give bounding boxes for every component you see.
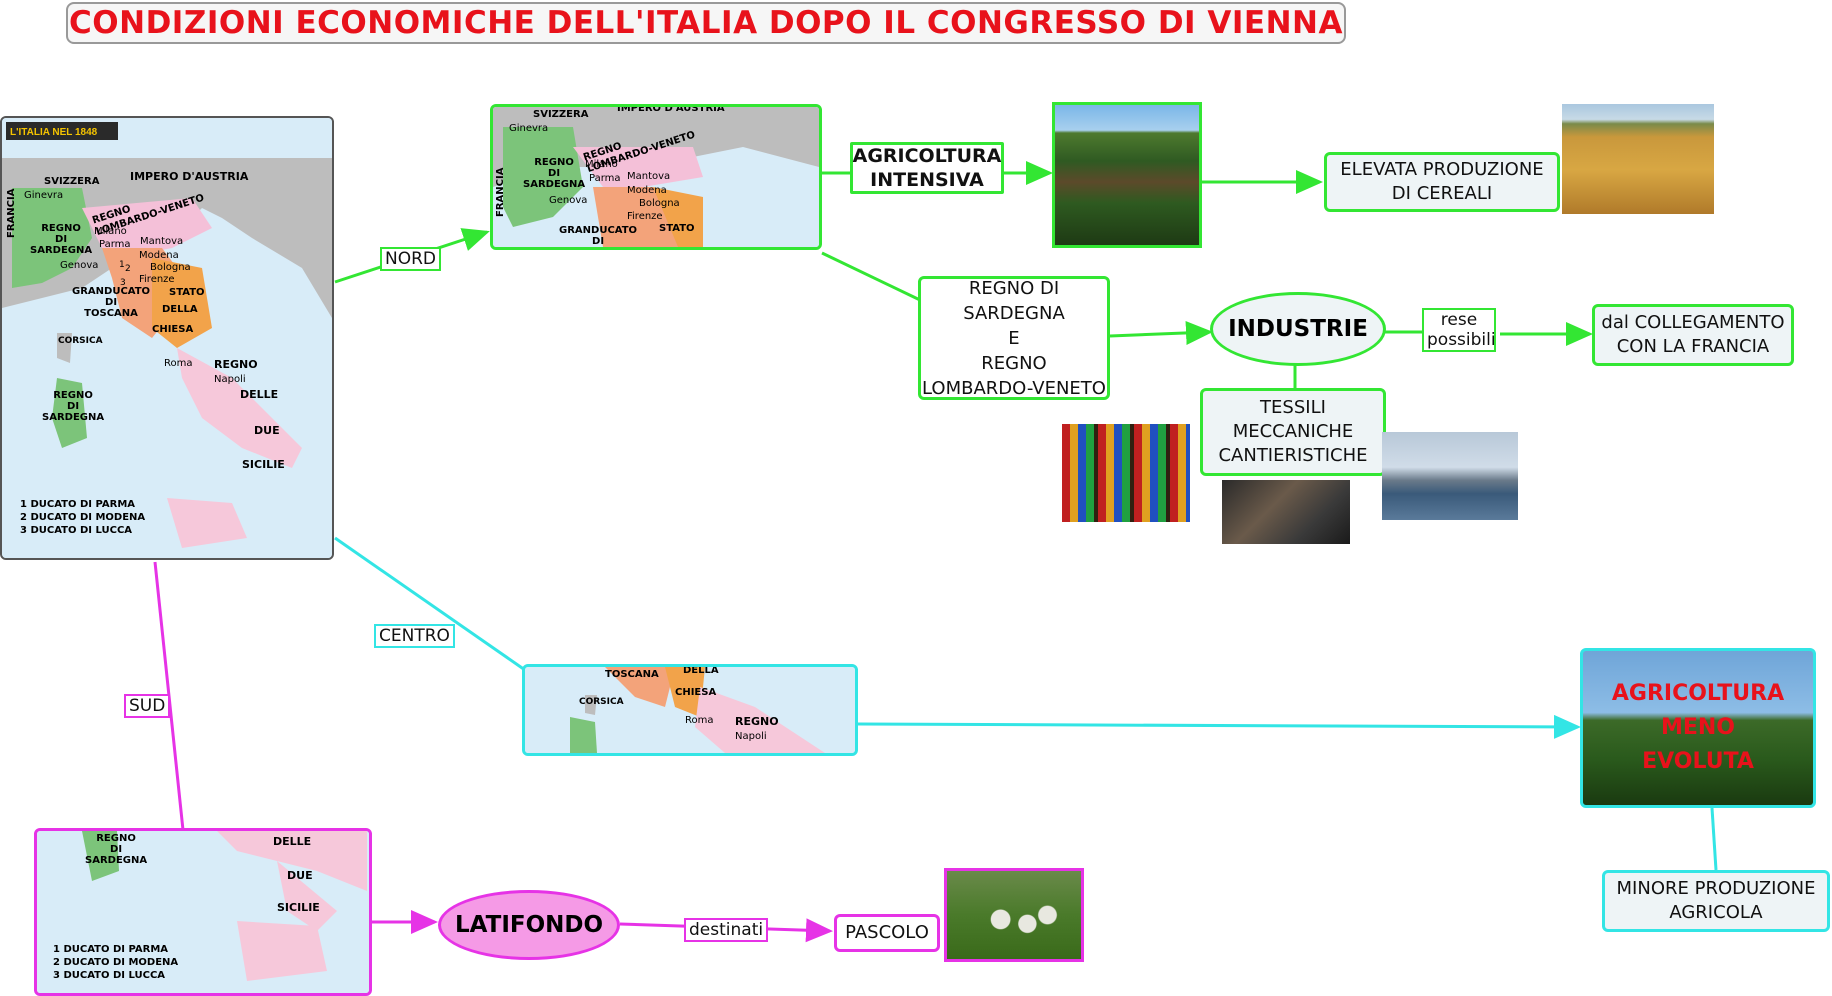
map-label-della: DELLA <box>162 304 198 315</box>
page-title: CONDIZIONI ECONOMICHE DELL'ITALIA DOPO I… <box>66 2 1346 44</box>
map-label-mantova: Mantova <box>140 236 184 247</box>
map-label-chiesa: CHIESA <box>152 324 194 335</box>
north-label-ginevra: Ginevra <box>509 123 549 134</box>
italy-map-image: L'ITALIA NEL 1848 <box>2 118 332 558</box>
center-label-roma: Roma <box>685 715 714 726</box>
photo-wheat <box>1562 104 1714 214</box>
south-legend-item: 3 DUCATO DI LUCCA <box>53 970 166 981</box>
label-sud: SUD <box>124 694 171 718</box>
map-label-corsica: CORSICA <box>58 336 103 346</box>
photo-mechanics <box>1222 480 1350 544</box>
center-label-della: DELLA <box>683 665 719 676</box>
node-elevata-produzione: ELEVATA PRODUZIONE DI CEREALI <box>1324 152 1560 212</box>
north-label-francia: FRANCIA <box>495 167 506 217</box>
map-label-stato: STATO <box>169 287 205 298</box>
map-label-regno: REGNO <box>214 358 258 371</box>
south-label-regno-sardegna: REGNO DI SARDEGNA <box>85 833 148 866</box>
node-latifondo: LATIFONDO <box>438 890 620 960</box>
node-agricoltura-intensiva: AGRICOLTURA INTENSIVA <box>850 142 1004 194</box>
node-agricoltura-meno-evoluta-text: AGRICOLTURA MENO EVOLUTA <box>1611 681 1785 774</box>
connector-industrie <box>1109 320 1213 345</box>
north-map-image <box>493 107 819 247</box>
photo-shipyard <box>1382 432 1518 520</box>
label-centro: CENTRO <box>374 624 455 648</box>
map-label-bologna: Bologna <box>150 262 191 273</box>
label-rese-possibili: rese possibili <box>1422 308 1496 352</box>
map-label-delle: DELLE <box>240 388 279 401</box>
map-label-svizzera: SVIZZERA <box>44 176 100 187</box>
center-label-corsica: CORSICA <box>579 697 624 707</box>
map-label-roma: Roma <box>164 358 193 369</box>
north-label-granducato: GRANDUCATO DI <box>559 225 638 247</box>
map-label-modena: Modena <box>139 250 179 261</box>
map-num-1: 1 <box>119 260 125 270</box>
center-map-crop: TOSCANA DELLA CHIESA CORSICA Roma REGNO … <box>522 664 858 756</box>
north-label-mantova: Mantova <box>627 171 671 182</box>
map-label-ginevra: Ginevra <box>24 190 64 201</box>
map-label-granducato: GRANDUCATO DI TOSCANA <box>72 286 151 319</box>
map-label-parma: Parma <box>99 239 131 250</box>
map-header: L'ITALIA NEL 1848 <box>10 127 98 138</box>
node-industrie: INDUSTRIE <box>1210 292 1386 366</box>
map-label-milano: Milano <box>94 226 127 237</box>
map-label-due: DUE <box>254 424 280 437</box>
node-regni: REGNO DI SARDEGNA E REGNO LOMBARDO-VENET… <box>918 276 1110 400</box>
connector-centro <box>334 536 526 672</box>
map-legend: 1 DUCATO DI PARMA 2 DUCATO DI MODENA 3 D… <box>20 498 145 537</box>
map-label-sardegna-isola: REGNO DI SARDEGNA <box>42 390 105 423</box>
south-legend: 1 DUCATO DI PARMA 2 DUCATO DI MODENA 3 D… <box>53 943 178 982</box>
map-legend-item: 1 DUCATO DI PARMA <box>20 499 136 510</box>
photo-sheep <box>944 868 1084 962</box>
map-label-genova: Genova <box>60 260 99 271</box>
map-label-napoli: Napoli <box>214 374 246 385</box>
map-label-regno-sardegna: REGNO DI SARDEGNA <box>30 223 93 256</box>
center-map-image <box>525 667 855 753</box>
map-label-impero: IMPERO D'AUSTRIA <box>130 170 249 183</box>
north-map-crop: SVIZZERA IMPERO D'AUSTRIA Ginevra REGNO … <box>490 104 822 250</box>
photo-textiles <box>1062 424 1190 522</box>
label-destinati: destinati <box>684 918 769 942</box>
label-nord: NORD <box>380 247 441 271</box>
south-map-crop: REGNO DI SARDEGNA DELLE DUE SICILIE 1 DU… <box>34 828 372 996</box>
south-label-sicilie: SICILIE <box>277 901 320 914</box>
map-num-2: 2 <box>125 264 131 274</box>
map-label-sicilie: SICILIE <box>242 458 285 471</box>
center-label-chiesa: CHIESA <box>675 687 717 698</box>
center-label-regno: REGNO <box>735 715 779 728</box>
south-map-image <box>37 831 369 993</box>
map-legend-item: 2 DUCATO DI MODENA <box>20 512 146 523</box>
node-tessili: TESSILI MECCANICHE CANTIERISTICHE <box>1200 388 1386 476</box>
north-label-milano: Milano <box>585 159 618 170</box>
south-legend-item: 1 DUCATO DI PARMA <box>53 944 169 955</box>
north-label-stato: STATO <box>659 223 695 234</box>
node-minore-produzione: MINORE PRODUZIONE AGRICOLA <box>1602 870 1830 932</box>
photo-fields <box>1052 102 1202 248</box>
connector-minore <box>1710 807 1718 871</box>
south-label-delle: DELLE <box>273 835 312 848</box>
center-label-toscana: TOSCANA <box>605 669 659 680</box>
south-legend-item: 2 DUCATO DI MODENA <box>53 957 179 968</box>
north-label-bologna: Bologna <box>639 198 680 209</box>
north-label-parma: Parma <box>589 173 621 184</box>
south-label-due: DUE <box>287 869 313 882</box>
main-map: L'ITALIA NEL 1848 SVIZZERA IMPERO D'AUST… <box>0 116 334 560</box>
map-label-firenze: Firenze <box>139 274 175 285</box>
map-legend-item: 3 DUCATO DI LUCCA <box>20 525 133 536</box>
node-pascolo: PASCOLO <box>834 914 940 952</box>
connector-regni <box>821 251 921 302</box>
connector-centro-agri <box>857 714 1581 739</box>
north-label-regno-sardegna: REGNO DI SARDEGNA <box>523 157 586 190</box>
node-collegamento: dal COLLEGAMENTO CON LA FRANCIA <box>1592 304 1794 366</box>
north-label-modena: Modena <box>627 185 667 196</box>
map-num-3: 3 <box>120 278 126 288</box>
north-label-svizzera: SVIZZERA <box>533 109 589 120</box>
north-label-firenze: Firenze <box>627 211 663 222</box>
north-label-genova: Genova <box>549 195 588 206</box>
node-agricoltura-meno-evoluta: AGRICOLTURA MENO EVOLUTA <box>1580 648 1816 808</box>
center-label-napoli: Napoli <box>735 731 767 742</box>
north-label-impero: IMPERO D'AUSTRIA <box>617 104 725 114</box>
map-label-francia: FRANCIA <box>6 188 17 238</box>
